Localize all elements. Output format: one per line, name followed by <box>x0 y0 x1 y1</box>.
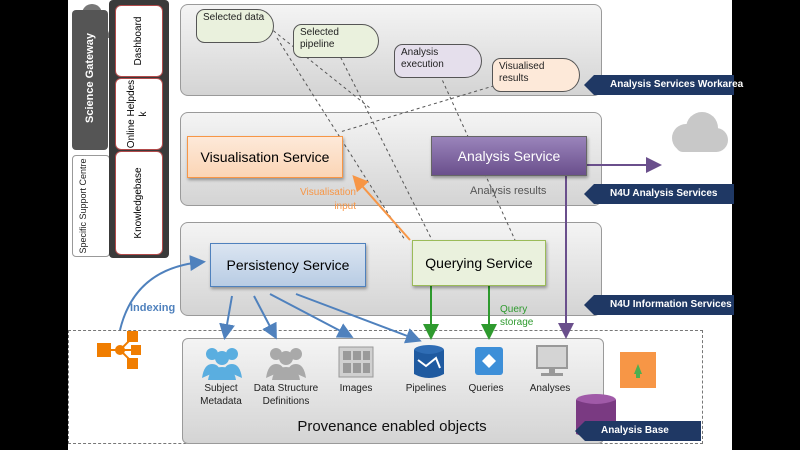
knowledgebase-button[interactable]: Knowledgebase <box>115 151 163 255</box>
query-storage-label-line2: storage <box>500 317 534 328</box>
dashboard-button[interactable]: Dashboard <box>115 5 163 77</box>
n4u-information-services-tag: N4U Information Services <box>584 295 734 315</box>
visualisation-service-box[interactable]: Visualisation Service <box>187 136 343 178</box>
online-helpdesk-button[interactable]: Online Helpdes k <box>115 78 163 150</box>
analysis-base-tag: Analysis Base <box>575 421 701 441</box>
analysis-results-label: Analysis results <box>470 185 547 197</box>
people-grey-icon <box>266 348 306 380</box>
analysis-service-box[interactable]: Analysis Service <box>431 136 587 176</box>
pipelines-label: Pipelines <box>405 383 447 394</box>
provenance-panel <box>182 338 604 444</box>
cloud-icon <box>672 112 728 152</box>
n4u-analysis-services-tag: N4U Analysis Services <box>584 184 734 204</box>
provenance-title: Provenance enabled objects <box>297 418 487 435</box>
selected-pipeline-chip: Selected pipeline <box>293 24 379 58</box>
data-structure-definitions-label: Data Structure Definitions <box>253 383 319 407</box>
indexing-hub-icon <box>97 331 141 369</box>
visualisation-input-label-line1: Visualisation <box>300 187 356 198</box>
persistency-service-box[interactable]: Persistency Service <box>210 243 366 287</box>
pipelines-icon <box>414 345 444 378</box>
analyses-icon <box>536 345 568 376</box>
visualisation-input-label-line2: input <box>334 201 356 212</box>
indexing-label: Indexing <box>130 302 176 314</box>
queries-icon <box>475 347 503 375</box>
visualised-results-chip: Visualised results <box>492 58 580 92</box>
analysis-execution-chip: Analysis execution <box>394 44 482 78</box>
images-icon <box>338 346 374 378</box>
subject-metadata-label: Subject Metadata <box>200 383 242 407</box>
orange-square-icon <box>620 352 656 388</box>
people-icon <box>202 348 242 380</box>
analysis-services-workarea-tag: Analysis Services Workarea <box>584 75 743 95</box>
query-storage-label-line1: Query <box>500 304 528 315</box>
querying-service-box[interactable]: Querying Service <box>412 240 546 286</box>
queries-label: Queries <box>468 383 504 394</box>
selected-data-chip: Selected data <box>196 9 274 43</box>
images-label: Images <box>339 383 373 394</box>
analyses-label: Analyses <box>529 383 571 394</box>
science-gateway-bar: Science Gateway <box>72 10 108 150</box>
